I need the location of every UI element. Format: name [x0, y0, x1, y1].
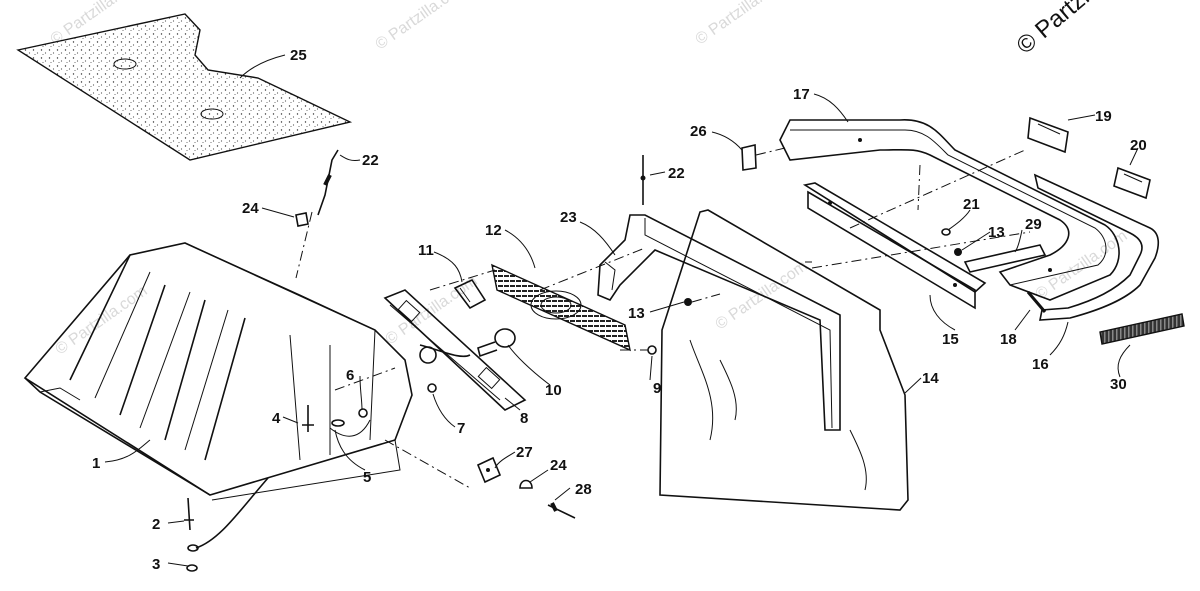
- part-30-strip: [1099, 313, 1185, 345]
- part-12-lens: [491, 263, 631, 352]
- assembly-lines: [334, 149, 1031, 391]
- callout-10: 10: [545, 382, 562, 399]
- leader-lines: [104, 54, 1139, 567]
- part-15-rail: [802, 182, 987, 310]
- part-9-grommet: [647, 345, 657, 355]
- callout-14: 14: [922, 370, 939, 387]
- part-2-3-cable: [184, 477, 269, 572]
- part-22-right: [640, 155, 646, 205]
- callout-21: 21: [963, 196, 980, 213]
- callout-9: 9: [653, 380, 661, 397]
- part-26-clip: [741, 144, 786, 171]
- part-14-panel: [659, 209, 909, 511]
- callout-24-right: 24: [550, 457, 567, 474]
- callout-30: 30: [1110, 376, 1127, 393]
- watermark: © Partzilla.com: [693, 0, 791, 48]
- part-25-mat: [16, 13, 353, 161]
- callout-17: 17: [793, 86, 810, 103]
- callout-22-right: 22: [668, 165, 685, 182]
- callout-28: 28: [575, 481, 592, 498]
- callout-16: 16: [1032, 356, 1049, 373]
- parts-27-24-28: [476, 456, 576, 519]
- watermark: © Partzilla.com: [373, 0, 471, 53]
- parts-21-13-29: [941, 228, 1047, 273]
- callout-6: 6: [346, 367, 354, 384]
- part-20-reflector: [1113, 166, 1151, 200]
- callout-5: 5: [363, 469, 371, 486]
- callout-27: 27: [516, 444, 533, 461]
- callout-13-left: 13: [628, 305, 645, 322]
- part-13-grommet: [684, 293, 721, 306]
- callout-20: 20: [1130, 137, 1147, 154]
- callout-12: 12: [485, 222, 502, 239]
- part-19-reflector: [1027, 116, 1069, 154]
- callout-24-left: 24: [242, 200, 259, 217]
- callout-13-right: 13: [988, 224, 1005, 241]
- part-11-bracket: [453, 278, 487, 310]
- part-8-light-housing: [383, 289, 527, 411]
- callout-3: 3: [152, 556, 160, 573]
- part-22-24-left: [295, 149, 339, 279]
- callout-labels: 1 2 3 4 5 6 7 8 9 10 11 12 13 13 14 15 1…: [92, 47, 1147, 573]
- part-17-bumper: [779, 119, 1120, 301]
- copyright-notice: © Partzilla: [1012, 0, 1114, 60]
- callout-26: 26: [690, 123, 707, 140]
- callout-23: 23: [560, 209, 577, 226]
- callout-2: 2: [152, 516, 160, 533]
- watermark: © Partzilla.com: [53, 283, 151, 359]
- part-23-frame: [597, 214, 841, 431]
- callout-15: 15: [942, 331, 959, 348]
- callout-18: 18: [1000, 331, 1017, 348]
- callout-19: 19: [1095, 108, 1112, 125]
- part-10-bulb: [477, 328, 516, 358]
- callout-8: 8: [520, 410, 528, 427]
- callout-22-left: 22: [362, 152, 379, 169]
- callout-4: 4: [272, 410, 281, 427]
- callout-29: 29: [1025, 216, 1042, 233]
- callout-25: 25: [290, 47, 307, 64]
- part-18-bolt: [1026, 291, 1047, 313]
- parts-4-7-hardware: [302, 383, 471, 489]
- callout-7: 7: [457, 420, 465, 437]
- callout-11: 11: [418, 242, 434, 259]
- callout-1: 1: [92, 455, 100, 472]
- part-1-housing: [23, 242, 413, 501]
